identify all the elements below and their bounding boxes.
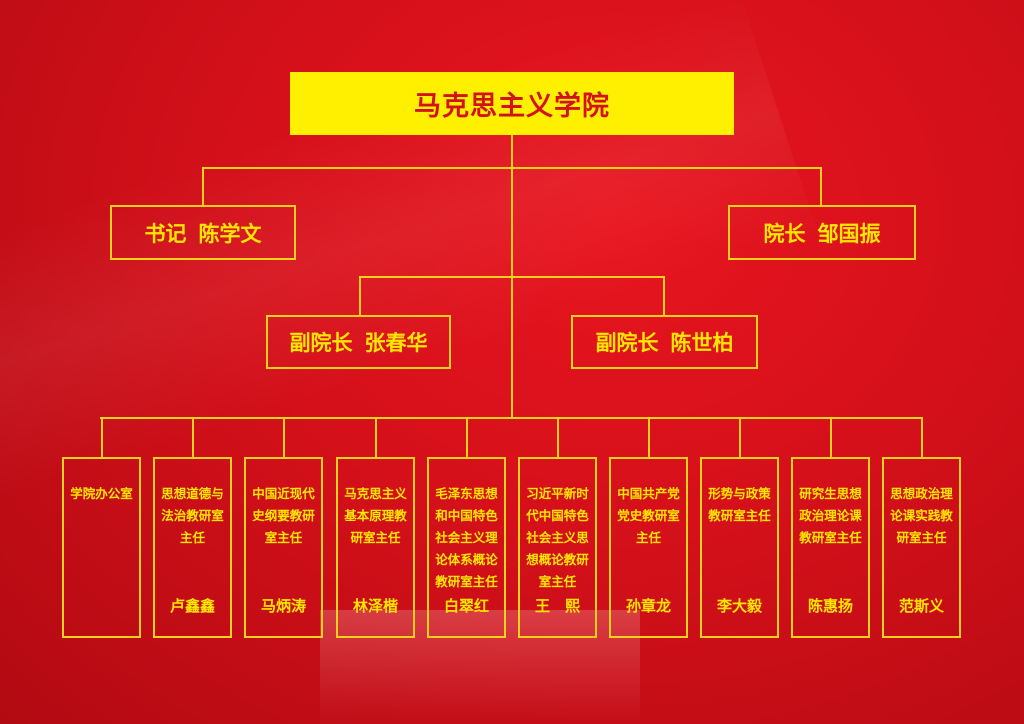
role-label: 副院长 (595, 331, 659, 355)
person-name: 范斯义 (898, 597, 944, 615)
connector-line (466, 417, 468, 457)
department-box: 形势与政策教研室主任李大毅 (700, 457, 779, 638)
secretary-box: 书记 陈学文 (110, 205, 296, 260)
connector-line (202, 167, 204, 205)
person-name: 邹国振 (817, 221, 881, 246)
department-title: 习近平新时代中国特色社会主义思想概论教研室主任 (526, 486, 589, 589)
dean-box: 院长 邹国振 (728, 205, 916, 260)
department-box: 毛泽东思想和中国特色社会主义理论体系概论教研室主任白翠红 (427, 457, 506, 638)
connector-line (359, 276, 665, 278)
department-box: 研究生思想政治理论课教研室主任陈惠扬 (791, 457, 870, 638)
connector-line (820, 167, 822, 205)
role-label: 院长 (763, 221, 806, 246)
person-name: 陈世柏 (670, 331, 734, 355)
department-box: 中国近现代史纲要教研室主任马炳涛 (244, 457, 323, 638)
connector-line (283, 417, 285, 457)
department-title: 毛泽东思想和中国特色社会主义理论体系概论教研室主任 (435, 486, 498, 589)
vice-dean-box: 副院长 陈世柏 (571, 315, 758, 369)
connector-line (921, 417, 923, 457)
department-title: 思想道德与法治教研室主任 (161, 486, 224, 545)
connector-line (557, 417, 559, 457)
person-name: 白翠红 (443, 597, 489, 615)
department-box: 学院办公室 (62, 457, 141, 638)
department-box: 习近平新时代中国特色社会主义思想概论教研室主任王 熙 (518, 457, 597, 638)
department-title: 学院办公室 (70, 486, 133, 501)
connector-line (375, 417, 377, 457)
person-name: 卢鑫鑫 (169, 597, 215, 615)
person-name: 张春华 (364, 331, 428, 355)
department-title: 中国共产党党史教研室主任 (617, 486, 680, 545)
person-name: 李大毅 (716, 597, 762, 615)
person-name: 王 熙 (534, 597, 580, 615)
connector-line (101, 417, 103, 457)
connector-line (830, 417, 832, 457)
connector-line (739, 417, 741, 457)
root-title: 马克思主义学院 (414, 91, 610, 122)
role-label: 副院长 (289, 331, 353, 355)
city-skyline-decoration (320, 610, 640, 724)
department-title: 研究生思想政治理论课教研室主任 (799, 486, 862, 545)
vice-dean-box: 副院长 张春华 (266, 315, 451, 369)
person-name: 陈惠扬 (807, 597, 853, 615)
connector-line (202, 167, 822, 169)
department-box: 马克思主义基本原理教研室主任林泽楷 (336, 457, 415, 638)
root-box: 马克思主义学院 (290, 72, 734, 135)
department-title: 思想政治理论课实践教研室主任 (890, 486, 953, 545)
person-name: 孙章龙 (625, 597, 671, 615)
person-name: 林泽楷 (352, 597, 398, 615)
person-name: 陈学文 (198, 221, 262, 246)
connector-line (100, 417, 923, 419)
department-box: 思想政治理论课实践教研室主任范斯义 (882, 457, 961, 638)
connector-line (663, 276, 665, 315)
department-box: 思想道德与法治教研室主任卢鑫鑫 (153, 457, 232, 638)
department-title: 形势与政策教研室主任 (708, 486, 771, 523)
person-name: 马炳涛 (260, 597, 306, 615)
department-title: 马克思主义基本原理教研室主任 (344, 486, 407, 545)
role-label: 书记 (144, 221, 187, 246)
connector-line (359, 276, 361, 315)
department-box: 中国共产党党史教研室主任孙章龙 (609, 457, 688, 638)
connector-line (648, 417, 650, 457)
connector-line (192, 417, 194, 457)
department-title: 中国近现代史纲要教研室主任 (252, 486, 315, 545)
